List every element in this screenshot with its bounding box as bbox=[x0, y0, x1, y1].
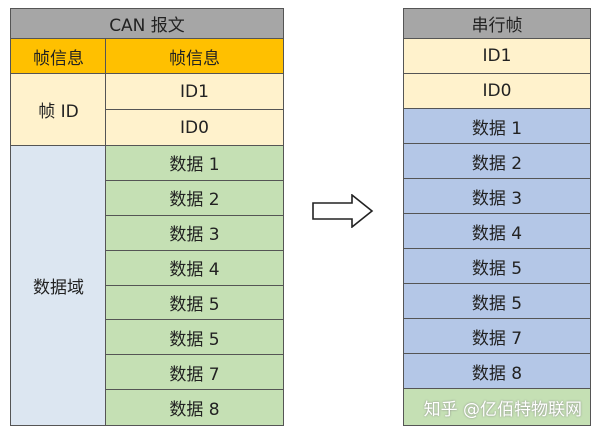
id0-cell: ID0 bbox=[106, 110, 283, 146]
header-frame-info-left: 帧信息 bbox=[11, 39, 106, 74]
data-field-label: 数据域 bbox=[11, 146, 106, 425]
serial-data-cell: 数据 3 bbox=[404, 179, 590, 214]
data-byte-cell: 数据 3 bbox=[106, 215, 283, 251]
column-divider bbox=[105, 39, 106, 425]
can-title: CAN 报文 bbox=[11, 9, 283, 39]
serial-data-cell: 数据 1 bbox=[404, 109, 590, 144]
serial-data-cell: 数据 8 bbox=[404, 354, 590, 389]
serial-title: 串行帧 bbox=[404, 9, 590, 39]
serial-data-cell: 数据 4 bbox=[404, 214, 590, 249]
serial-data-cell: 数据 2 bbox=[404, 144, 590, 179]
frame-id-label: 帧 ID bbox=[11, 74, 106, 146]
data-byte-cell: 数据 4 bbox=[106, 250, 283, 286]
data-byte-cell: 数据 5 bbox=[106, 285, 283, 321]
header-frame-info-right: 帧信息 bbox=[106, 39, 283, 74]
watermark: 知乎 @亿佰特物联网 bbox=[404, 389, 590, 425]
data-byte-cell: 数据 5 bbox=[106, 320, 283, 356]
data-byte-cell: 数据 2 bbox=[106, 180, 283, 216]
right-arrow-icon bbox=[312, 194, 374, 228]
serial-id-cell: ID0 bbox=[404, 74, 590, 109]
data-byte-cell: 数据 8 bbox=[106, 390, 283, 425]
serial-id-cell: ID1 bbox=[404, 39, 590, 74]
serial-data-cell: 数据 5 bbox=[404, 249, 590, 284]
data-byte-cell: 数据 1 bbox=[106, 146, 283, 181]
id1-cell: ID1 bbox=[106, 74, 283, 110]
serial-data-cell: 数据 7 bbox=[404, 319, 590, 354]
serial-data-cell: 数据 5 bbox=[404, 284, 590, 319]
data-byte-cell: 数据 7 bbox=[106, 355, 283, 391]
